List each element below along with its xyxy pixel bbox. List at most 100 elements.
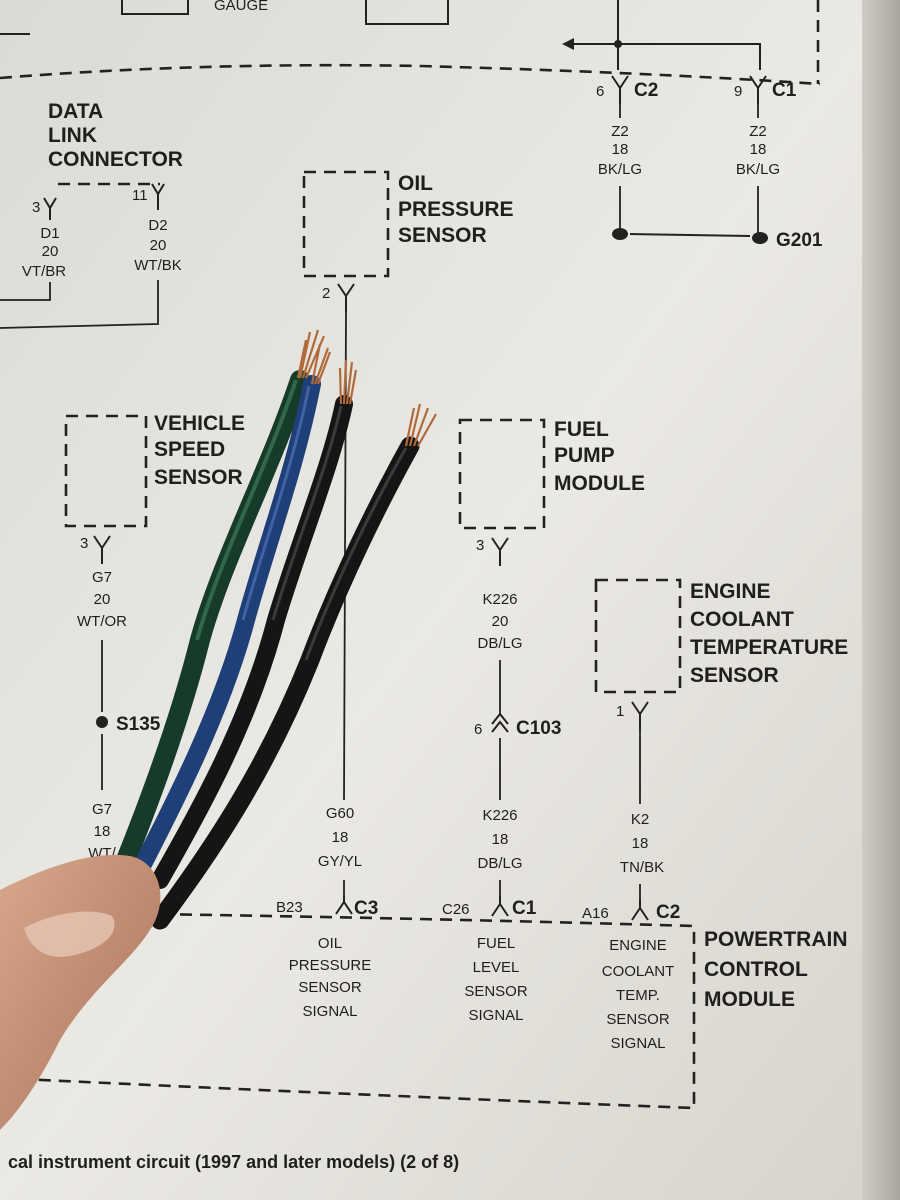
ect-pin: 1	[616, 703, 624, 720]
data-link-connector: DATA LINK CONNECTOR 3 11 D1 20 VT/BR D2 …	[0, 100, 183, 329]
pcm-fuel-signal-line4: SIGNAL	[468, 1007, 523, 1024]
ect-title-line2: COOLANT	[690, 608, 794, 631]
hand-thumb	[0, 854, 161, 1130]
dlc-pin-right: 11	[132, 187, 148, 204]
ground-left-gauge: 18	[612, 141, 629, 158]
top-fragments: GAUGE	[0, 0, 821, 86]
dlc-left-color: VT/BR	[22, 263, 66, 280]
vehicle-speed-sensor: VEHICLE SPEED SENSOR 3 G7 20 WT/OR S135 …	[64, 412, 245, 862]
fuel-pump-wire-top-circuit: K226	[482, 591, 517, 608]
pcm-oil-signal-line3: SENSOR	[298, 979, 362, 996]
dlc-right-gauge: 20	[150, 237, 167, 254]
pcm-conn-c3: C3	[354, 898, 378, 919]
copper-strands	[296, 329, 437, 447]
dlc-title-line2: LINK	[48, 124, 97, 147]
ground-left-circuit: Z2	[611, 123, 629, 140]
pcm-pin-fuel: C26 C1 FUEL LEVEL SENSOR SIGNAL	[442, 896, 537, 1024]
ect-title-line1: ENGINE	[690, 580, 771, 603]
fuel-pump-wire-top-color: DB/LG	[477, 635, 522, 652]
fuel-pump-title-line1: FUEL	[554, 418, 609, 441]
pcm-ect-signal-line4: SENSOR	[606, 1011, 670, 1028]
pcm-oil-signal-line1: OIL	[318, 935, 342, 952]
ect-title-line3: TEMPERATURE	[690, 636, 848, 659]
pcm-title-line3: MODULE	[704, 988, 795, 1011]
oil-sensor-pin: 2	[322, 285, 330, 302]
pcm-cavity-c26: C26	[442, 901, 470, 918]
oil-wire-color: GY/YL	[318, 853, 362, 870]
pcm-pin-coolant: A16 C2 ENGINE COOLANT TEMP. SENSOR SIGNA…	[582, 900, 680, 1052]
black-wire-1	[151, 395, 353, 889]
vss-title-line2: SPEED	[154, 438, 225, 461]
oil-wire-circuit: G60	[326, 805, 354, 822]
ect-title-line4: SENSOR	[690, 664, 779, 687]
green-wire	[116, 370, 310, 870]
vss-title-line1: VEHICLE	[154, 412, 245, 435]
pcm-ect-signal-line1: ENGINE	[609, 937, 667, 954]
pcm-ect-signal-line5: SIGNAL	[610, 1035, 665, 1052]
pcm-fuel-signal-line2: LEVEL	[473, 959, 520, 976]
vss-wire-top-circuit: G7	[92, 569, 112, 586]
fuel-pump-wire-top-gauge: 20	[492, 613, 509, 630]
fuel-pump-wire-bottom-circuit: K226	[482, 807, 517, 824]
pcm-fuel-signal-line3: SENSOR	[464, 983, 528, 1000]
oil-sensor-title-line1: OIL	[398, 172, 433, 195]
vss-wire-bottom-circuit: G7	[92, 801, 112, 818]
powertrain-control-module: POWERTRAIN CONTROL MODULE B23 C3 OIL PRE…	[0, 896, 848, 1110]
ground-left-color: BK/LG	[598, 161, 642, 178]
c103-pin: 6	[474, 721, 482, 738]
ect-wire-gauge: 18	[632, 835, 649, 852]
pcm-title-line2: CONTROL	[704, 958, 808, 981]
c103-label: C103	[516, 718, 561, 739]
pcm-cavity-a16: A16	[582, 905, 609, 922]
oil-wire-gauge: 18	[332, 829, 349, 846]
vss-wire-bottom-gauge: 18	[94, 823, 111, 840]
vss-title-line3: SENSOR	[154, 466, 243, 489]
dlc-right-color: WT/BK	[134, 257, 182, 274]
ground-g201-label: G201	[776, 230, 823, 251]
pcm-title-line1: POWERTRAIN	[704, 928, 848, 951]
pcm-ect-signal-line2: COOLANT	[602, 963, 675, 980]
pcm-oil-signal-line2: PRESSURE	[289, 957, 372, 974]
vss-wire-top-gauge: 20	[94, 591, 111, 608]
ect-wire-circuit: K2	[631, 811, 649, 828]
dlc-left-gauge: 20	[42, 243, 59, 260]
coolant-temp-sensor: ENGINE COOLANT TEMPERATURE SENSOR 1 K2 1…	[594, 578, 848, 900]
thumbnail	[24, 911, 115, 957]
ground-right-pin: 9	[734, 83, 742, 100]
dlc-right-circuit: D2	[148, 217, 167, 234]
pcm-conn-c1: C1	[512, 898, 537, 919]
ground-right-color: BK/LG	[736, 161, 780, 178]
dlc-title-line3: CONNECTOR	[48, 148, 183, 171]
ground-left-pin: 6	[596, 83, 604, 100]
fuel-pump-title-line3: MODULE	[554, 472, 645, 495]
oil-sensor-title-line2: PRESSURE	[398, 198, 514, 221]
fuel-pump-title-line2: PUMP	[554, 444, 615, 467]
dlc-title-line1: DATA	[48, 100, 103, 123]
ground-section: 6 C2 9 C1 Z2 18 BK/LG Z2 18 BK/LG G201	[562, 0, 823, 251]
fuel-pump-module: FUEL PUMP MODULE 3 K226 20 DB/LG 6 C103 …	[458, 418, 645, 896]
oil-sensor-title-line3: SENSOR	[398, 224, 487, 247]
pcm-pin-oil: B23 C3 OIL PRESSURE SENSOR SIGNAL	[276, 896, 378, 1020]
wire-bundle	[116, 329, 437, 930]
blue-wire	[133, 375, 321, 875]
ground-right-gauge: 18	[750, 141, 767, 158]
ground-right-circuit: Z2	[749, 123, 767, 140]
splice-s135-label: S135	[116, 714, 161, 735]
dlc-pin-left: 3	[32, 199, 40, 216]
pcm-fuel-signal-line1: FUEL	[477, 935, 515, 952]
vss-pin: 3	[80, 535, 88, 552]
pcm-cavity-b23: B23	[276, 899, 303, 916]
vss-wire-top-color: WT/OR	[77, 613, 127, 630]
gauge-label: GAUGE	[214, 0, 268, 14]
black-wire-2	[150, 436, 420, 930]
fuel-pump-pin: 3	[476, 537, 484, 554]
fuel-pump-wire-bottom-color: DB/LG	[477, 855, 522, 872]
pcm-conn-c2: C2	[656, 902, 680, 923]
figure-caption: cal instrument circuit (1997 and later m…	[8, 1152, 459, 1172]
ect-wire-color: TN/BK	[620, 859, 664, 876]
pcm-oil-signal-line4: SIGNAL	[302, 1003, 357, 1020]
book-spine-edge	[862, 0, 900, 1200]
ground-left-conn: C2	[634, 80, 658, 101]
